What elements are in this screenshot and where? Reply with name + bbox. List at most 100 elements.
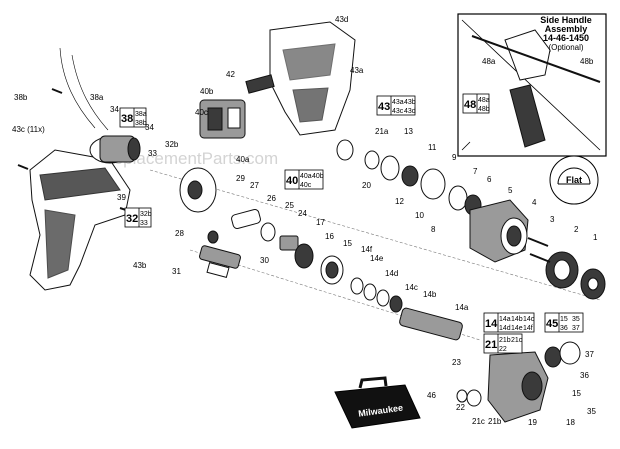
part-callout-19: 25 bbox=[285, 201, 294, 210]
kit-number: 32 bbox=[126, 213, 138, 225]
kit-number: 14 bbox=[485, 318, 498, 330]
kit-number: 21 bbox=[485, 339, 497, 351]
part-callout-7: 38a bbox=[90, 93, 104, 102]
kit-part-label: 14d bbox=[499, 325, 511, 332]
part-callout-35: 20 bbox=[362, 181, 371, 190]
part-callout-2: 43a bbox=[350, 66, 364, 75]
part-callout-36: 11 bbox=[428, 143, 437, 152]
part-callout-4: 40c bbox=[195, 108, 208, 117]
kit-part-label: 21c bbox=[511, 337, 523, 344]
part-callout-41: 6 bbox=[487, 175, 492, 184]
clutch-45 bbox=[544, 341, 581, 368]
part-callout-28: 14d bbox=[385, 269, 398, 278]
kit-part-label: 35 bbox=[572, 316, 580, 323]
kit-part-label: 43d bbox=[404, 108, 416, 115]
part-callout-53: 46 bbox=[427, 391, 436, 400]
part-callout-5: 40a bbox=[236, 155, 250, 164]
kit-part-label: 38b bbox=[135, 120, 147, 127]
part-callout-0: 43d bbox=[335, 15, 348, 24]
part-callout-6: 38b bbox=[14, 93, 28, 102]
flat-label: Flat bbox=[566, 175, 582, 185]
part-callout-16: 29 bbox=[236, 174, 245, 183]
motor bbox=[89, 135, 141, 164]
part-callout-3: 40b bbox=[200, 87, 214, 96]
part-callout-49: 21c bbox=[472, 417, 485, 426]
kit-number: 45 bbox=[546, 318, 558, 330]
part-callout-14: 43b bbox=[133, 261, 147, 270]
kit-part-label: 22 bbox=[499, 346, 507, 353]
part-callout-33: 13 bbox=[404, 127, 413, 136]
part-callout-40: 7 bbox=[473, 167, 478, 176]
wire-38b bbox=[59, 47, 96, 129]
part-42 bbox=[245, 74, 275, 94]
part-callout-24: 16 bbox=[325, 232, 334, 241]
part-callout-18: 26 bbox=[267, 194, 276, 203]
barrel-14 bbox=[350, 277, 463, 341]
motor-housing bbox=[29, 149, 131, 291]
part-callout-54: 36 bbox=[580, 371, 589, 380]
flat-callout: Flat bbox=[549, 155, 599, 205]
part-callout-17: 27 bbox=[250, 181, 259, 190]
part-callout-1: 42 bbox=[226, 70, 235, 79]
chuck-parts bbox=[545, 251, 606, 300]
part-callout-57: 15 bbox=[572, 389, 581, 398]
kit-part-label: 40a bbox=[300, 173, 312, 180]
kit-number: 43 bbox=[378, 101, 390, 113]
part-callout-27: 14e bbox=[370, 254, 384, 263]
side-handle-part-no: 14-46-1450 bbox=[543, 33, 589, 43]
part-callout-55: 37 bbox=[585, 350, 594, 359]
front-housing-4 bbox=[469, 199, 529, 263]
part-callout-11: 32b bbox=[165, 140, 179, 149]
part-callout-30: 14b bbox=[423, 290, 437, 299]
kit-part-label: 38a bbox=[135, 111, 147, 118]
side-handle-label-48a: 48a bbox=[482, 57, 496, 66]
part-callout-23: 17 bbox=[316, 218, 325, 227]
switch-assembly bbox=[199, 99, 246, 139]
kit-part-label: 14a bbox=[499, 316, 511, 323]
crank-assembly bbox=[199, 209, 261, 279]
part-callout-45: 2 bbox=[574, 225, 579, 234]
kit-part-label: 14c bbox=[523, 316, 535, 323]
part-callout-26: 14f bbox=[361, 245, 373, 254]
kit-number: 48 bbox=[464, 99, 476, 111]
part-callout-31: 14a bbox=[455, 303, 469, 312]
rings bbox=[336, 139, 482, 216]
kit-part-label: 14f bbox=[523, 325, 533, 332]
part-callout-13: 39 bbox=[117, 193, 126, 202]
part-callout-25: 15 bbox=[343, 239, 352, 248]
kit-part-label: 40c bbox=[300, 182, 312, 189]
assembly-axis bbox=[149, 169, 601, 301]
kit-number: 40 bbox=[286, 175, 298, 187]
part-callout-34: 12 bbox=[395, 197, 404, 206]
gearcase-32 bbox=[179, 167, 217, 213]
kit-part-label: 43b bbox=[404, 99, 416, 106]
part-callout-32: 21a bbox=[375, 127, 389, 136]
part-callout-22: 24 bbox=[298, 209, 307, 218]
part-callout-42: 5 bbox=[508, 186, 513, 195]
kit-part-label: 48b bbox=[478, 106, 490, 113]
wire-38a bbox=[71, 54, 109, 131]
kit-part-label: 14e bbox=[511, 325, 523, 332]
side-handle-label-48b: 48b bbox=[580, 57, 594, 66]
side-handle-title-2: Assembly bbox=[545, 24, 588, 34]
kit-part-label: 33 bbox=[140, 220, 148, 227]
part-callout-44: 3 bbox=[550, 215, 555, 224]
part-callout-12: 33 bbox=[148, 149, 157, 158]
spindle-parts bbox=[260, 222, 344, 285]
side-handle-title-1: Side Handle bbox=[540, 15, 592, 25]
part-callout-21: 30 bbox=[260, 256, 269, 265]
part-callout-38: 9 bbox=[452, 153, 457, 162]
part-callout-15: 28 bbox=[175, 229, 184, 238]
part-callout-52: 18 bbox=[566, 418, 575, 427]
